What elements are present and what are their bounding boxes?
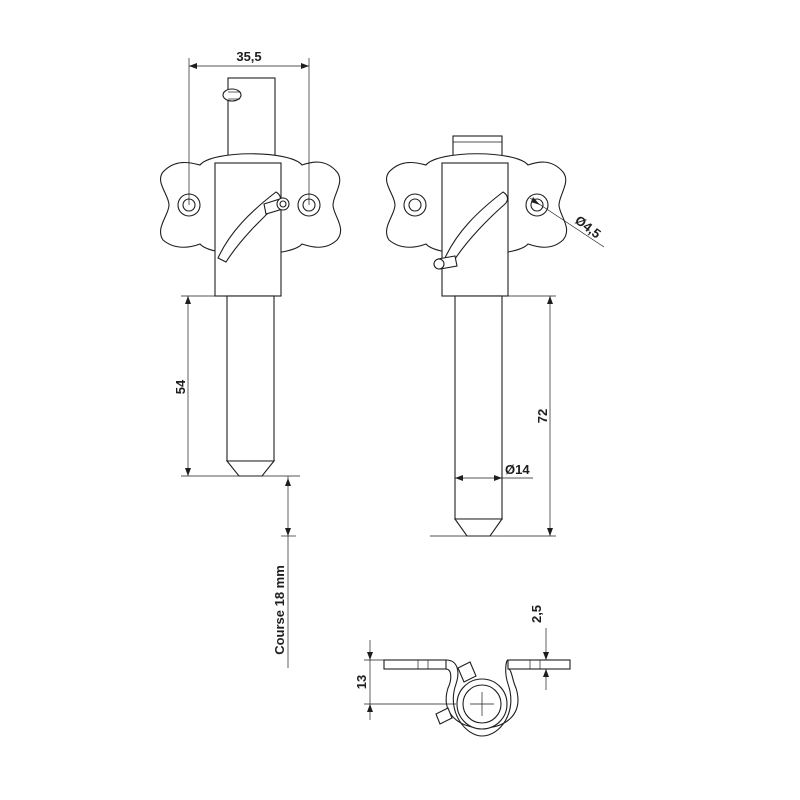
dim-top-width: 35,5 <box>236 49 261 64</box>
right-pin-tip <box>453 518 504 537</box>
right-handle-pin <box>433 258 445 270</box>
right-mount-hole-right <box>525 193 549 217</box>
dim-bottom-height: 13 <box>354 675 369 689</box>
left-view <box>160 77 342 477</box>
right-view <box>386 135 568 537</box>
right-mount-hole-left <box>403 193 427 217</box>
bottom-view <box>383 659 571 737</box>
right-helical-slot <box>444 191 508 263</box>
dimensions: 35,5 54 Course 18 mm 72 Ø14 Ø4,5 <box>173 49 605 720</box>
bottom-bracket-loop <box>445 659 512 737</box>
dim-left-pin-length: 54 <box>173 379 188 394</box>
bottom-handle-upper <box>457 661 477 683</box>
bottom-plate-right <box>507 659 571 670</box>
left-handle-pin <box>276 197 290 211</box>
left-pin-tip <box>225 460 276 477</box>
dim-hole-diameter: Ø4,5 <box>572 212 604 241</box>
dim-pin-diameter: Ø14 <box>505 462 530 477</box>
dim-plate-thickness: 2,5 <box>529 605 544 623</box>
dim-right-pin-length: 72 <box>535 409 550 423</box>
dim-stroke: Course 18 mm <box>272 565 287 655</box>
bottom-plate-left <box>383 659 447 670</box>
right-lower-pin <box>454 295 503 520</box>
bottom-handle-lower <box>435 707 453 725</box>
left-lower-pin <box>226 295 275 462</box>
